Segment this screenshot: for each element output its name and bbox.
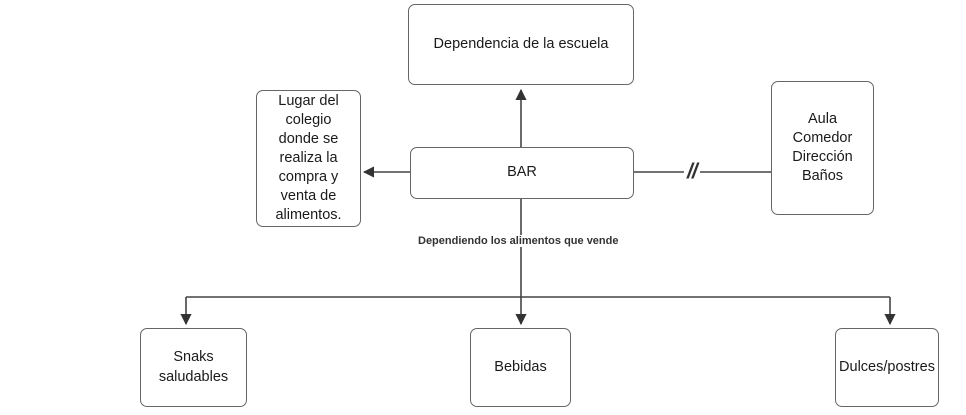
node-snaks-saludables[interactable]: Snaks saludables <box>140 328 247 407</box>
node-bebidas[interactable]: Bebidas <box>470 328 571 407</box>
node-label: Dulces/postres <box>839 358 935 375</box>
node-label: BAR <box>507 164 537 181</box>
node-label: Bebidas <box>494 358 547 375</box>
node-label: Lugar del colegio donde se realiza la co… <box>275 92 342 224</box>
edge-label-dependiendo-los-alimentos: Dependiendo los alimentos que vende <box>416 235 621 247</box>
node-dependencia-de-la-escuela[interactable]: Dependencia de la escuela <box>408 4 634 85</box>
line-break-slashes-icon: // <box>684 161 700 182</box>
node-bar[interactable]: BAR <box>410 147 634 199</box>
node-label: Snaks saludables <box>158 349 229 385</box>
node-aula-comedor-direccion-banos[interactable]: Aula Comedor Dirección Baños <box>771 81 874 215</box>
node-label: Aula Comedor Dirección Baños <box>792 110 853 185</box>
node-label: Dependencia de la escuela <box>433 35 609 52</box>
node-lugar-del-colegio[interactable]: Lugar del colegio donde se realiza la co… <box>256 90 361 227</box>
node-dulces-postres[interactable]: Dulces/postres <box>835 328 939 407</box>
